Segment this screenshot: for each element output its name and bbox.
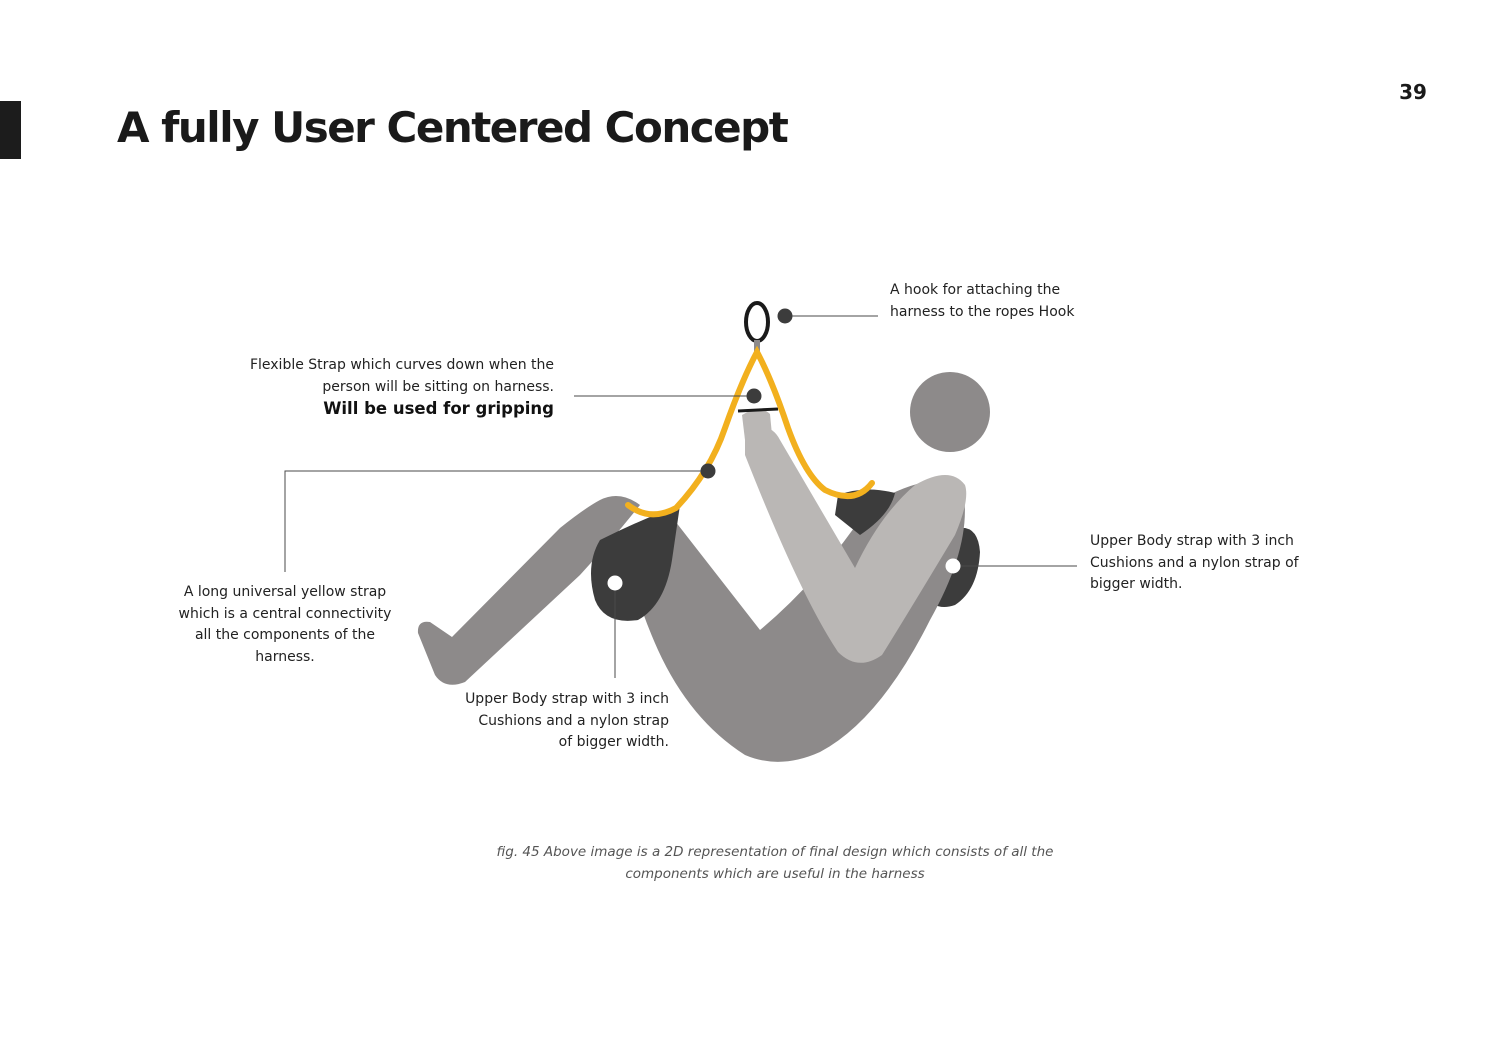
shoulder-strap (835, 489, 895, 535)
annotation-line: bigger width. (1090, 576, 1183, 592)
yellow-strap (625, 345, 875, 518)
person-arm (745, 426, 967, 663)
annotation-line: A long universal yellow strap (183, 584, 387, 600)
marker-hook (777, 308, 793, 324)
annotation-upper-strap-right: Upper Body strap with 3 inch Cushions an… (1090, 531, 1299, 596)
caption-line: fig. 45 Above image is a 2D representati… (496, 844, 1054, 860)
person-head (910, 372, 990, 452)
annotation-line: of bigger width. (558, 734, 669, 750)
annotation-line: person will be sitting on harness. (322, 378, 554, 395)
annotation-yellow-strap: A long universal yellow strap which is a… (140, 582, 430, 668)
annotation-upper-strap-bottom: Upper Body strap with 3 inch Cushions an… (400, 689, 669, 754)
annotation-line: all the components of the (194, 627, 376, 643)
marker-yellow-strap (700, 463, 716, 479)
annotation-line: Upper Body strap with 3 inch (1090, 533, 1294, 549)
annotation-line: A hook for attaching the (890, 282, 1061, 298)
annotation-emphasis: Will be used for gripping (323, 399, 554, 418)
annotation-line: Upper Body strap with 3 inch (465, 691, 669, 707)
annotation-line: Cushions and a nylon strap (478, 712, 669, 729)
leader-line-yellow-strap (284, 470, 708, 572)
page-title: A fully User Centered Concept (117, 103, 789, 152)
thigh-cushion (591, 505, 680, 621)
section-marker-bar (0, 101, 21, 159)
marker-flexible-strap (746, 388, 762, 404)
annotation-line: harness. (255, 648, 315, 665)
annotation-line: which is a central connectivity (178, 605, 392, 622)
annotation-hook: A hook for attaching the harness to the … (890, 280, 1074, 323)
page-number: 39 (1399, 80, 1427, 104)
person-hand (742, 409, 772, 443)
annotation-line: Cushions and a nylon strap of (1090, 554, 1299, 571)
figure-caption: fig. 45 Above image is a 2D representati… (440, 841, 1110, 885)
grip-bar (737, 407, 779, 413)
caption-line: components which are useful in the harne… (625, 866, 925, 882)
person-lower-leg (417, 496, 640, 685)
annotation-line: Flexible Strap which curves down when th… (249, 357, 554, 373)
annotation-line: harness to the ropes Hook (890, 303, 1075, 320)
hook-ring (744, 301, 770, 343)
marker-upper-strap-bottom (607, 575, 623, 591)
annotation-flexible-strap: Flexible Strap which curves down when th… (200, 355, 554, 420)
marker-upper-strap-right (945, 558, 961, 574)
